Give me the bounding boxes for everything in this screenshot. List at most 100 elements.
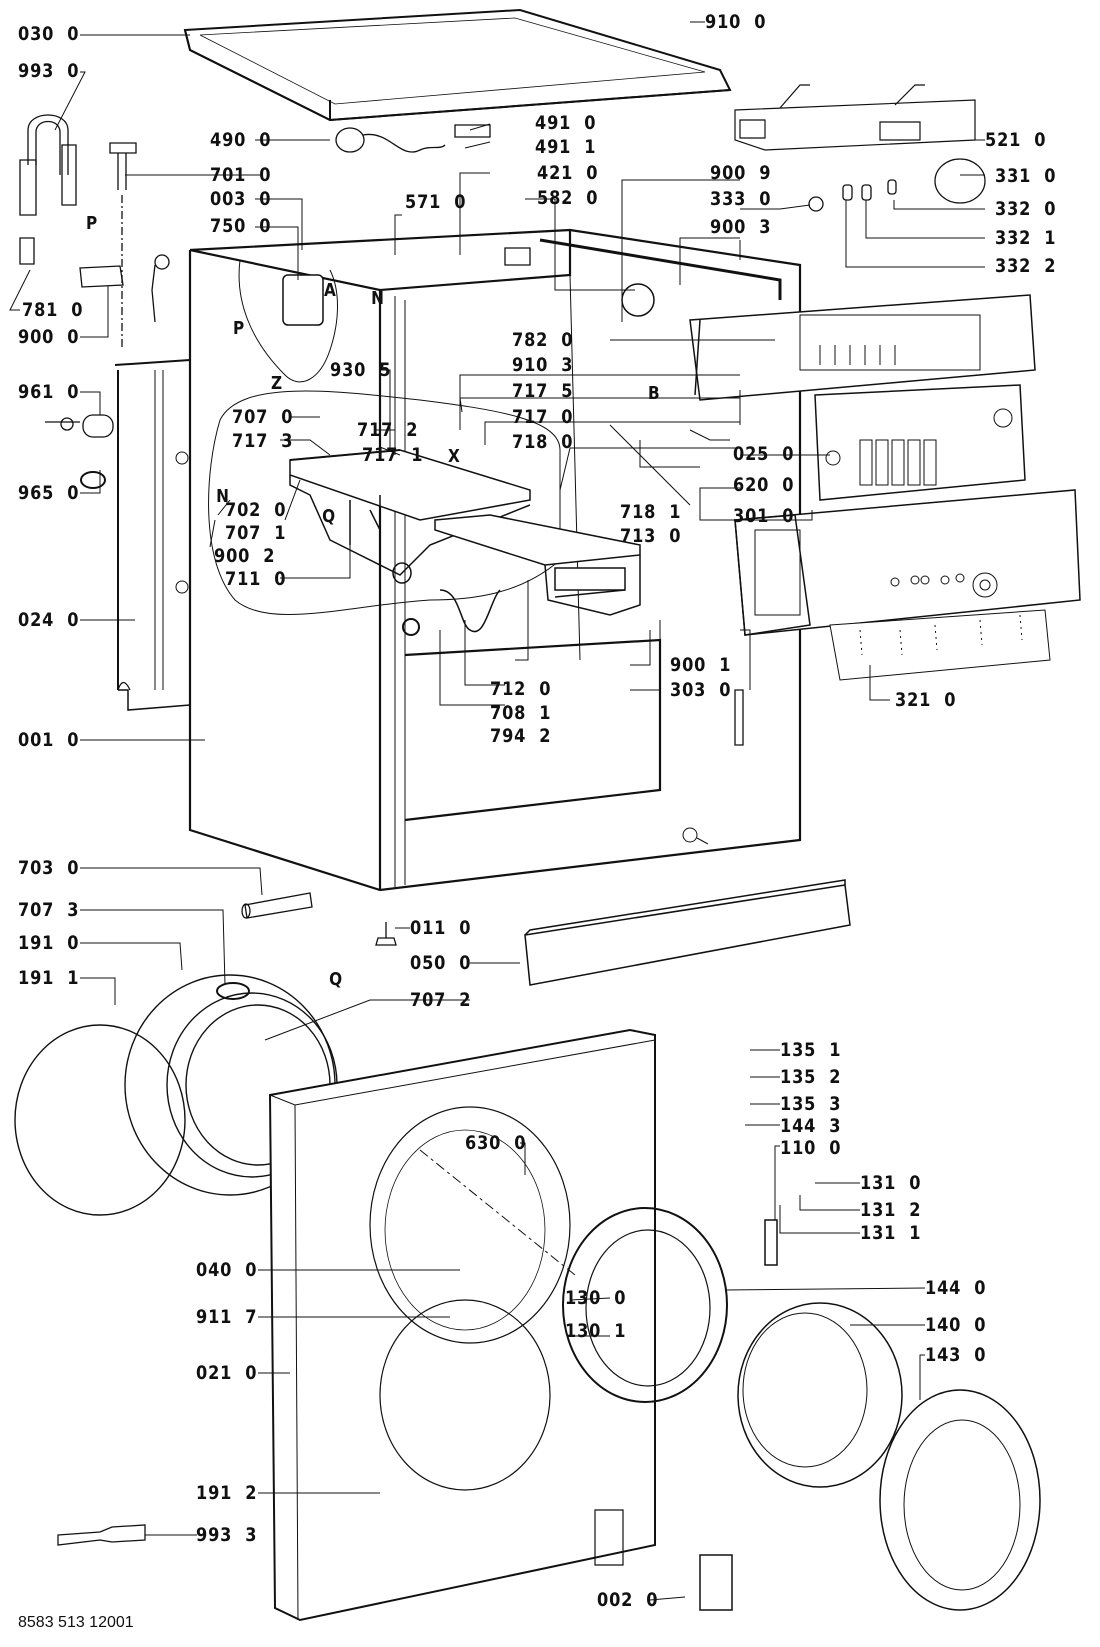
part-label-003-0[interactable]: 003 0 — [210, 188, 272, 210]
inlet-elbow-drawing — [152, 255, 169, 322]
part-label-712-0[interactable]: 712 0 — [490, 678, 552, 700]
part-label-750-0[interactable]: 750 0 — [210, 215, 272, 237]
part-label-717-0[interactable]: 717 0 — [512, 406, 574, 428]
door-outer-ring-drawing — [880, 1390, 1040, 1610]
part-label-707-1[interactable]: 707 1 — [225, 522, 287, 544]
ref-letter-b: B — [648, 383, 660, 404]
part-label-713-0[interactable]: 713 0 — [620, 525, 682, 547]
part-label-130-0[interactable]: 130 0 — [565, 1287, 627, 1309]
part-label-332-0[interactable]: 332 0 — [995, 198, 1057, 220]
part-label-002-0[interactable]: 002 0 — [597, 1589, 659, 1611]
part-label-717-3[interactable]: 717 3 — [232, 430, 294, 452]
part-label-794-2[interactable]: 794 2 — [490, 725, 552, 747]
part-label-050-0[interactable]: 050 0 — [410, 952, 472, 974]
part-label-332-2[interactable]: 332 2 — [995, 255, 1057, 277]
part-label-191-0[interactable]: 191 0 — [18, 932, 80, 954]
label-overlay-drawing — [830, 610, 1050, 680]
drain-hose-drawing — [440, 590, 500, 632]
part-label-703-0[interactable]: 703 0 — [18, 857, 80, 879]
part-label-900-3[interactable]: 900 3 — [710, 216, 772, 238]
part-label-131-1[interactable]: 131 1 — [860, 1222, 922, 1244]
part-label-702-0[interactable]: 702 0 — [225, 499, 287, 521]
part-label-521-0[interactable]: 521 0 — [985, 129, 1047, 151]
part-label-040-0[interactable]: 040 0 — [196, 1259, 258, 1281]
door-lock-switch-drawing — [505, 248, 530, 265]
filter-drawing — [455, 125, 490, 137]
suppressor-drawing — [283, 275, 323, 325]
part-label-024-0[interactable]: 024 0 — [18, 609, 80, 631]
part-label-993-3[interactable]: 993 3 — [196, 1524, 258, 1546]
seal-drawing — [217, 983, 249, 999]
part-label-131-0[interactable]: 131 0 — [860, 1172, 922, 1194]
part-label-910-0[interactable]: 910 0 — [705, 11, 767, 33]
part-label-490-0[interactable]: 490 0 — [210, 129, 272, 151]
part-label-144-0[interactable]: 144 0 — [925, 1277, 987, 1299]
part-label-900-1[interactable]: 900 1 — [670, 654, 732, 676]
part-label-135-3[interactable]: 135 3 — [780, 1093, 842, 1115]
part-label-030-0[interactable]: 030 0 — [18, 23, 80, 45]
document-number: 8583 513 12001 — [18, 1614, 134, 1631]
part-label-144-3[interactable]: 144 3 — [780, 1115, 842, 1137]
part-label-135-2[interactable]: 135 2 — [780, 1066, 842, 1088]
dispenser-housing-drawing — [290, 450, 530, 583]
top-cover-drawing — [185, 10, 730, 120]
ref-letter-p: P — [232, 318, 245, 339]
part-label-303-0[interactable]: 303 0 — [670, 679, 732, 701]
part-label-707-0[interactable]: 707 0 — [232, 406, 294, 428]
part-label-143-0[interactable]: 143 0 — [925, 1344, 987, 1366]
part-label-491-0[interactable]: 491 0 — [535, 112, 597, 134]
part-label-321-0[interactable]: 321 0 — [895, 689, 957, 711]
part-label-900-9[interactable]: 900 9 — [710, 162, 772, 184]
part-label-333-0[interactable]: 333 0 — [710, 188, 772, 210]
part-label-910-3[interactable]: 910 3 — [512, 354, 574, 376]
leader-lines — [10, 22, 985, 1600]
hinge-bracket-drawing — [735, 690, 743, 745]
ref-letter-n: N — [216, 486, 229, 507]
part-label-701-0[interactable]: 701 0 — [210, 164, 272, 186]
part-label-993-0[interactable]: 993 0 — [18, 60, 80, 82]
door-handle-drawing — [765, 1220, 777, 1265]
part-label-782-0[interactable]: 782 0 — [512, 329, 574, 351]
part-label-491-1[interactable]: 491 1 — [535, 136, 597, 158]
part-label-001-0[interactable]: 001 0 — [18, 729, 80, 751]
part-label-571-0[interactable]: 571 0 — [405, 191, 467, 213]
part-label-301-0[interactable]: 301 0 — [733, 505, 795, 527]
part-label-021-0[interactable]: 021 0 — [196, 1362, 258, 1384]
part-label-110-0[interactable]: 110 0 — [780, 1137, 842, 1159]
knob-drawing — [935, 159, 985, 203]
part-label-717-2[interactable]: 717 2 — [357, 419, 419, 441]
hose-hook-drawing — [20, 115, 76, 264]
part-label-331-0[interactable]: 331 0 — [995, 165, 1057, 187]
part-label-717-1[interactable]: 717 1 — [362, 444, 424, 466]
detail-outline — [209, 391, 560, 614]
part-label-900-2[interactable]: 900 2 — [214, 545, 276, 567]
part-label-135-1[interactable]: 135 1 — [780, 1039, 842, 1061]
part-label-011-0[interactable]: 011 0 — [410, 917, 472, 939]
part-label-707-3[interactable]: 707 3 — [18, 899, 80, 921]
part-label-130-1[interactable]: 130 1 — [565, 1320, 627, 1342]
part-label-191-1[interactable]: 191 1 — [18, 967, 80, 989]
part-label-930-5[interactable]: 930 5 — [330, 359, 392, 381]
part-label-718-1[interactable]: 718 1 — [620, 501, 682, 523]
mains-plug-drawing — [336, 128, 445, 152]
part-label-900-0[interactable]: 900 0 — [18, 326, 80, 348]
part-label-630-0[interactable]: 630 0 — [465, 1132, 527, 1154]
part-label-711-0[interactable]: 711 0 — [225, 568, 287, 590]
part-label-707-2[interactable]: 707 2 — [410, 989, 472, 1011]
part-label-191-2[interactable]: 191 2 — [196, 1482, 258, 1504]
part-label-582-0[interactable]: 582 0 — [537, 187, 599, 209]
part-label-025-0[interactable]: 025 0 — [733, 443, 795, 465]
part-label-965-0[interactable]: 965 0 — [18, 482, 80, 504]
part-label-718-0[interactable]: 718 0 — [512, 431, 574, 453]
part-label-421-0[interactable]: 421 0 — [537, 162, 599, 184]
part-label-961-0[interactable]: 961 0 — [18, 381, 80, 403]
part-label-332-1[interactable]: 332 1 — [995, 227, 1057, 249]
part-label-140-0[interactable]: 140 0 — [925, 1314, 987, 1336]
part-label-717-5[interactable]: 717 5 — [512, 380, 574, 402]
part-label-781-0[interactable]: 781 0 — [22, 299, 84, 321]
adjustable-foot-drawing — [376, 922, 396, 945]
part-label-131-2[interactable]: 131 2 — [860, 1199, 922, 1221]
part-label-708-1[interactable]: 708 1 — [490, 702, 552, 724]
part-label-620-0[interactable]: 620 0 — [733, 474, 795, 496]
part-label-911-7[interactable]: 911 7 — [196, 1306, 258, 1328]
